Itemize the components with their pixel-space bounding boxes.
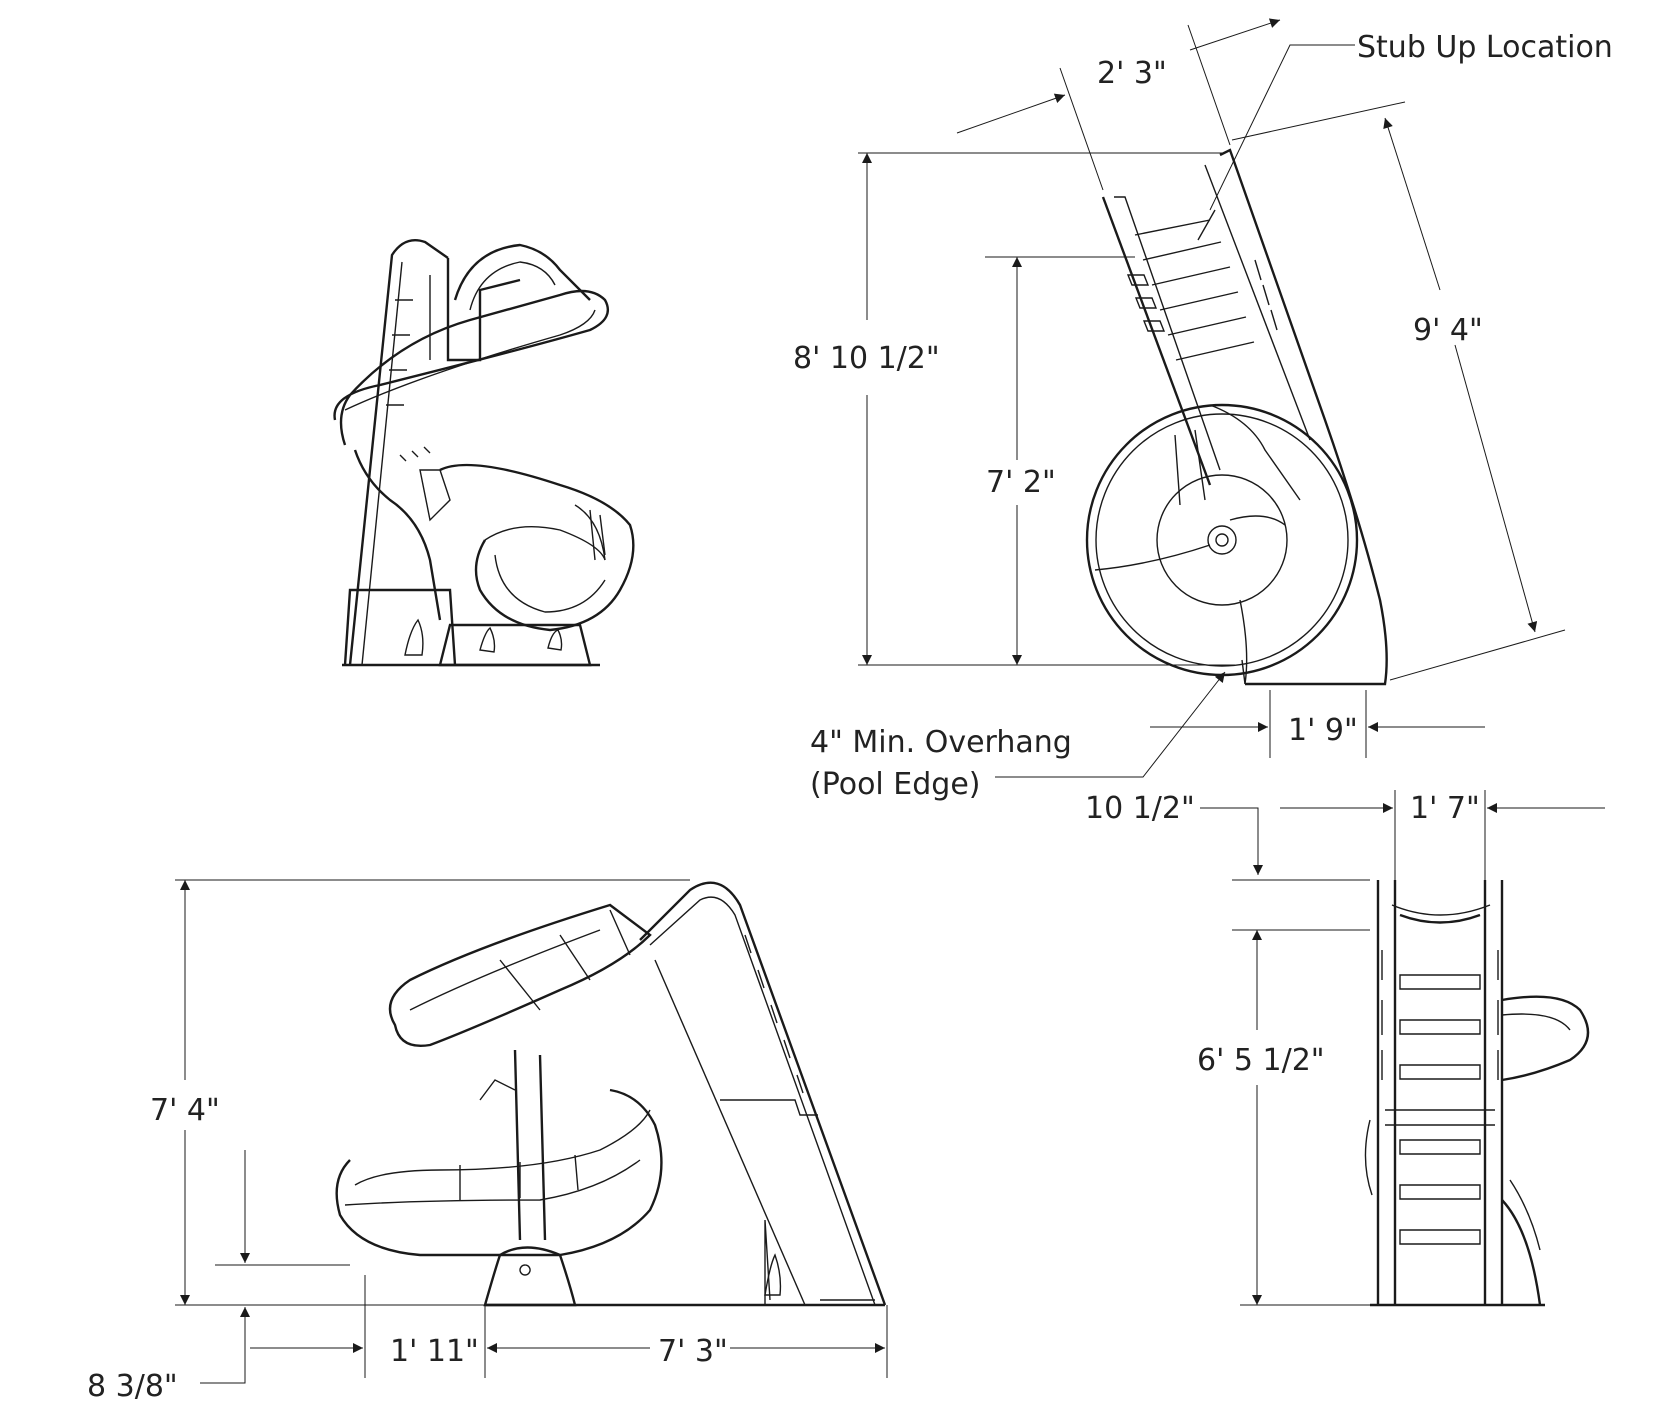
front-view-dimensions (1200, 790, 1605, 1306)
overhang-label: 4" Min. Overhang (810, 725, 1072, 760)
dim-platform-height: 7' 2" (986, 465, 1056, 500)
dim-exit-drop: 8 3/8" (87, 1369, 178, 1404)
side-elevation-view (335, 881, 887, 1307)
pool-edge-label: (Pool Edge) (810, 767, 981, 802)
side-view (1085, 148, 1388, 686)
dim-side-height: 7' 4" (150, 1093, 220, 1128)
dim-side-length: 7' 3" (658, 1334, 728, 1369)
dim-exit-height-offset: 10 1/2" (1085, 791, 1195, 826)
dim-front-height: 6' 5 1/2" (1197, 1043, 1325, 1078)
dim-width-top: 2' 3" (1097, 56, 1167, 91)
dim-total-height: 8' 10 1/2" (793, 341, 940, 376)
dim-exit-length: 1' 11" (390, 1334, 479, 1369)
side-view-dimensions (858, 18, 1566, 778)
isometric-view (333, 238, 635, 667)
dimension-labels: 2' 3" Stub Up Location 8' 10 1/2" 7' 2" … (87, 30, 1613, 1404)
dim-base-width: 1' 9" (1288, 713, 1358, 748)
dim-diagonal-length: 9' 4" (1413, 313, 1483, 348)
dim-front-width: 1' 7" (1410, 791, 1480, 826)
front-elevation-view (1364, 880, 1590, 1307)
stub-up-location-label: Stub Up Location (1357, 30, 1613, 65)
side-elevation-dimensions (175, 879, 888, 1384)
